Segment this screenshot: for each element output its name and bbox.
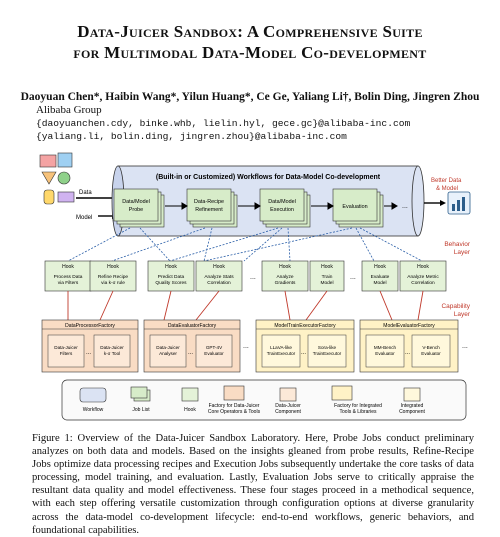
component-text: Data-Juicer <box>100 345 124 350</box>
legend-job-list: Job List <box>132 407 150 413</box>
hook-label: Hook <box>417 264 429 270</box>
hook-text: Correlation <box>207 280 231 286</box>
component-text: MM-Bench <box>374 345 397 350</box>
factory-name: DataProcessorFactory <box>65 323 115 329</box>
hook-text: Train <box>322 274 333 280</box>
legend-integ-factory: Factory for Integrated <box>334 403 382 409</box>
component-ellipsis: ... <box>301 350 306 356</box>
hook-text: Process Data <box>54 274 83 280</box>
hook-text: Model <box>373 280 386 286</box>
capability-layer-label-2: Layer <box>454 311 471 318</box>
hook-text: Analyze Stats <box>204 274 234 280</box>
legend-integ-component: Component <box>399 409 425 415</box>
component-text: TrainExecutor <box>267 351 296 356</box>
paper-title-line2: for Multimodal Data-Model Co-development <box>73 43 427 62</box>
factory-name: ModelEvaluatorFactory <box>383 323 435 329</box>
factory-row <box>41 319 459 373</box>
legend-dj-component: Data-Juicer <box>275 403 301 409</box>
hook-row <box>44 260 447 292</box>
hook-text: via Filters <box>58 280 79 286</box>
component-text: Analyser <box>159 351 177 356</box>
hook-label: Hook <box>279 264 291 270</box>
hook-ellipsis: ... <box>250 274 256 281</box>
hook-label: Hook <box>107 264 119 270</box>
hook-text: via k-σ rule <box>101 280 125 286</box>
component-ellipsis: ... <box>405 350 410 356</box>
job-probe-line2: Probe <box>129 207 143 213</box>
output-label-line1: Better Data <box>431 178 462 184</box>
legend-workflow: Workflow <box>83 407 104 413</box>
factory-name: ModelTrainExecutorFactory <box>274 323 336 329</box>
workflow-title: (Built-in or Customized) Workflows for D… <box>156 174 381 181</box>
hook-text: Evaluate <box>371 274 390 280</box>
factory-ellipsis: ... <box>462 343 468 350</box>
factory-ellipsis: ... <box>243 343 249 350</box>
overview-figure: Data Model (Built-in or Customized) Work… <box>39 152 471 421</box>
author-list: Daoyuan Chen*, Haibin Wang*, Yilun Huang… <box>20 91 480 103</box>
model-input-label: Model <box>76 215 92 221</box>
output-chart-icon <box>447 191 471 215</box>
output-label-line2: & Model <box>436 186 458 192</box>
data-input-label: Data <box>79 190 92 196</box>
capability-layer-label-1: Capability <box>441 303 470 310</box>
job-refine-line1: Data-Recipe <box>194 199 224 205</box>
paper-title-line1: Data-Juicer Sandbox: A Comprehensive Sui… <box>77 22 423 41</box>
hook-text: Analyze Metric <box>407 274 439 280</box>
behavior-layer-label-2: Layer <box>454 249 471 256</box>
legend-dj-factory: Core Operators & Tools <box>208 409 261 415</box>
component-ellipsis: ... <box>188 350 193 356</box>
component-ellipsis: ... <box>86 350 91 356</box>
component-text: Data-Juicer <box>54 345 78 350</box>
component-text: TrainExecutor <box>313 351 342 356</box>
hook-label: Hook <box>321 264 333 270</box>
legend-hook: Hook <box>184 407 196 413</box>
email-line-2: {yaliang.li, bolin.ding, jingren.zhou}@a… <box>36 131 347 142</box>
job-eval: Evaluation <box>342 204 367 210</box>
job-refine-line2: Refinement <box>195 207 223 213</box>
legend-dj-factory: Factory for Data-Juicer <box>209 403 260 409</box>
figure-caption: Figure 1: Overview of the Data-Juicer Sa… <box>32 433 474 536</box>
job-stacks <box>113 188 384 228</box>
hook-text: Predict Data <box>158 274 185 280</box>
component-text: LLaVA-like <box>270 345 292 350</box>
component-text: V-Bench <box>422 345 440 350</box>
job-exec-line2: Execution <box>270 207 294 213</box>
component-text: GPT-4V <box>206 345 223 350</box>
job-probe-line1: Data/Model <box>122 199 150 205</box>
hook-text: Model <box>320 280 333 286</box>
legend <box>61 379 467 421</box>
component-text: Evaluator <box>375 351 395 356</box>
hook-text: Quality Scores <box>155 280 187 286</box>
hook-text: Analyze <box>276 274 293 280</box>
job-exec-line1: Data/Model <box>268 199 296 205</box>
legend-integ-factory: Tools & Libraries <box>340 409 377 415</box>
component-text: Filters <box>60 351 73 356</box>
legend-dj-component: Component <box>275 409 301 415</box>
input-data-icons <box>39 152 75 205</box>
hook-text: Gradients <box>275 280 296 286</box>
hook-label: Hook <box>62 264 74 270</box>
legend-integ-component: Integrated <box>401 403 424 409</box>
component-text: Evaluator <box>421 351 441 356</box>
behavior-layer-label-1: Behavior <box>444 241 470 248</box>
job-ellipsis: ... <box>402 203 408 210</box>
affiliation: Alibaba Group <box>36 104 102 116</box>
hook-text: Refine Recipe <box>98 274 128 280</box>
email-line-1: {daoyuanchen.cdy, binke.whb, lielin.hyl,… <box>36 118 411 129</box>
hook-ellipsis: ... <box>350 274 356 281</box>
component-text: Evaluator <box>204 351 224 356</box>
component-text: Data-Juicer <box>156 345 180 350</box>
hook-text: Correlation <box>411 280 435 286</box>
hook-label: Hook <box>374 264 386 270</box>
component-text: Sora-like <box>318 345 337 350</box>
hook-label: Hook <box>165 264 177 270</box>
component-text: k-σ Tool <box>104 351 120 356</box>
factory-name: DataEvaluatorFactory <box>168 323 217 329</box>
hook-label: Hook <box>213 264 225 270</box>
